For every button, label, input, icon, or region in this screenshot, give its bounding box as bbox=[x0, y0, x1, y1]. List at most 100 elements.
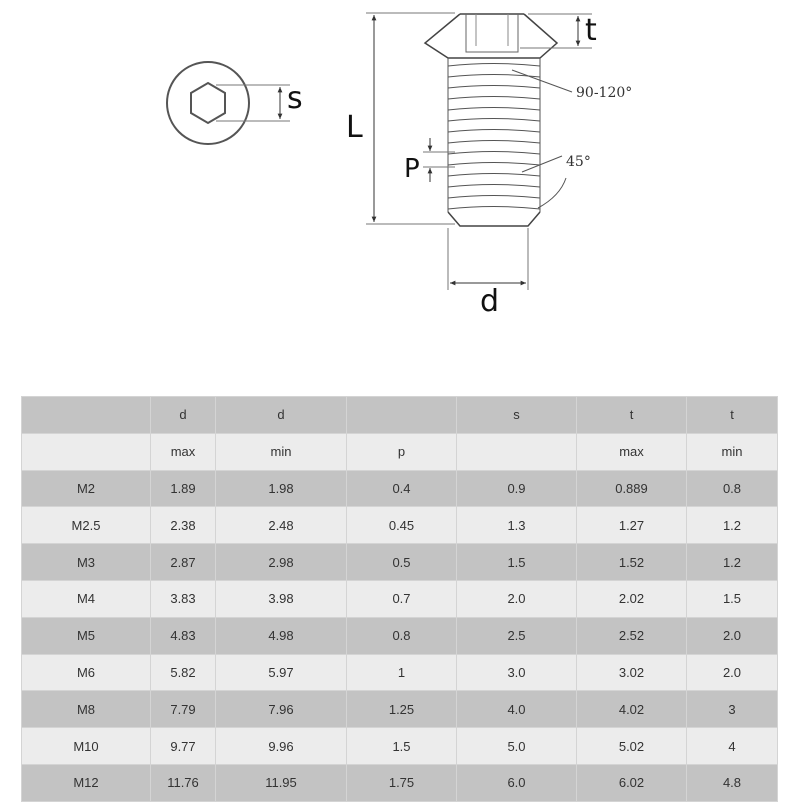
cell-d-min: 4.98 bbox=[215, 616, 347, 655]
cell-s: 0.9 bbox=[456, 469, 577, 508]
cell-s: 5.0 bbox=[456, 727, 577, 765]
cell-s: 3.0 bbox=[456, 653, 577, 692]
cell-t-max: 1.27 bbox=[576, 506, 687, 545]
cone-angle-label: 90-120° bbox=[576, 85, 632, 101]
thread-crest-line bbox=[447, 195, 541, 199]
end-view-outer-circle bbox=[166, 61, 250, 145]
side-view: t L P 90-120° 45° d bbox=[346, 12, 632, 319]
cell-s: s bbox=[456, 396, 577, 434]
cell-d-min: min bbox=[215, 432, 347, 471]
P-label: P bbox=[404, 154, 420, 184]
set-screw-technical-drawing: s t L P 90-120° 45 bbox=[166, 12, 632, 319]
thread-crests bbox=[447, 63, 541, 210]
end-view: s bbox=[166, 61, 303, 145]
cell-size: M10 bbox=[21, 727, 151, 765]
cell-t-min: min bbox=[686, 432, 778, 471]
cell-t-max: 3.02 bbox=[576, 653, 687, 692]
cell-s: 1.5 bbox=[456, 543, 577, 581]
cell-pitch: 0.45 bbox=[346, 506, 457, 545]
thread-crest-line bbox=[447, 173, 541, 177]
chamfer-angle-leader bbox=[521, 155, 563, 173]
cell-d-max: 4.83 bbox=[150, 616, 216, 655]
thread-crest-line bbox=[447, 140, 541, 144]
cell-t-max: 1.52 bbox=[576, 543, 687, 581]
cell-size: M3 bbox=[21, 543, 151, 581]
cell-d-max: d bbox=[150, 396, 216, 434]
cell-d-min: 11.95 bbox=[215, 763, 347, 802]
cell-t-min: 2.0 bbox=[686, 616, 778, 655]
bottom-chamfer bbox=[447, 211, 541, 227]
hex-socket-icon bbox=[190, 81, 226, 125]
cell-pitch: p bbox=[346, 432, 457, 471]
cell-t-max: 5.02 bbox=[576, 727, 687, 765]
thread-crest-line bbox=[447, 74, 541, 78]
cell-d-min: 5.97 bbox=[215, 653, 347, 692]
cell-t-min: t bbox=[686, 396, 778, 434]
cell-pitch: 1.75 bbox=[346, 763, 457, 802]
thread-crest-line bbox=[447, 129, 541, 133]
cell-t-max: 0.889 bbox=[576, 469, 687, 508]
cell-size: M4 bbox=[21, 579, 151, 618]
cell-size: M8 bbox=[21, 690, 151, 729]
cell-t-min: 1.5 bbox=[686, 579, 778, 618]
socket-inner bbox=[475, 14, 509, 46]
cell-t-min: 1.2 bbox=[686, 543, 778, 581]
cell-t-min: 4 bbox=[686, 727, 778, 765]
cell-pitch: 0.5 bbox=[346, 543, 457, 581]
thread-crest-line bbox=[447, 96, 541, 100]
thread-crest-line bbox=[447, 85, 541, 89]
cell-t-min: 4.8 bbox=[686, 763, 778, 802]
cell-t-max: max bbox=[576, 432, 687, 471]
cell-size bbox=[21, 432, 151, 471]
cell-d-max: 3.83 bbox=[150, 579, 216, 618]
cell-t-max: 2.02 bbox=[576, 579, 687, 618]
cell-t-min: 3 bbox=[686, 690, 778, 729]
cell-s: 2.0 bbox=[456, 579, 577, 618]
cell-pitch: 1.25 bbox=[346, 690, 457, 729]
cell-s bbox=[456, 432, 577, 471]
cell-d-min: 2.48 bbox=[215, 506, 347, 545]
cell-s: 6.0 bbox=[456, 763, 577, 802]
cell-d-max: 7.79 bbox=[150, 690, 216, 729]
cell-d-max: 1.89 bbox=[150, 469, 216, 508]
cell-t-min: 0.8 bbox=[686, 469, 778, 508]
cell-t-max: 2.52 bbox=[576, 616, 687, 655]
cell-t-min: 2.0 bbox=[686, 653, 778, 692]
cell-pitch: 1 bbox=[346, 653, 457, 692]
cell-d-max: 2.87 bbox=[150, 543, 216, 581]
thread-crest-line bbox=[447, 63, 541, 67]
thread-crest-line bbox=[447, 184, 541, 188]
cell-s: 4.0 bbox=[456, 690, 577, 729]
cell-size: M2.5 bbox=[21, 506, 151, 545]
cell-pitch: 1.5 bbox=[346, 727, 457, 765]
t-label: t bbox=[585, 13, 597, 48]
cell-d-min: 9.96 bbox=[215, 727, 347, 765]
cell-t-max: t bbox=[576, 396, 687, 434]
cell-pitch bbox=[346, 396, 457, 434]
cell-d-min: 2.98 bbox=[215, 543, 347, 581]
cell-d-min: 3.98 bbox=[215, 579, 347, 618]
thread-crest-line bbox=[447, 107, 541, 111]
cell-d-max: 11.76 bbox=[150, 763, 216, 802]
cell-s: 2.5 bbox=[456, 616, 577, 655]
thread-crest-line bbox=[447, 118, 541, 122]
chamfer-angle-arc bbox=[537, 177, 567, 209]
s-label: s bbox=[287, 81, 303, 116]
cell-t-min: 1.2 bbox=[686, 506, 778, 545]
L-label: L bbox=[346, 110, 363, 145]
d-label: d bbox=[480, 284, 499, 319]
cell-d-max: 9.77 bbox=[150, 727, 216, 765]
thread-crest-line bbox=[447, 162, 541, 166]
cone-angle-leader bbox=[511, 69, 573, 93]
